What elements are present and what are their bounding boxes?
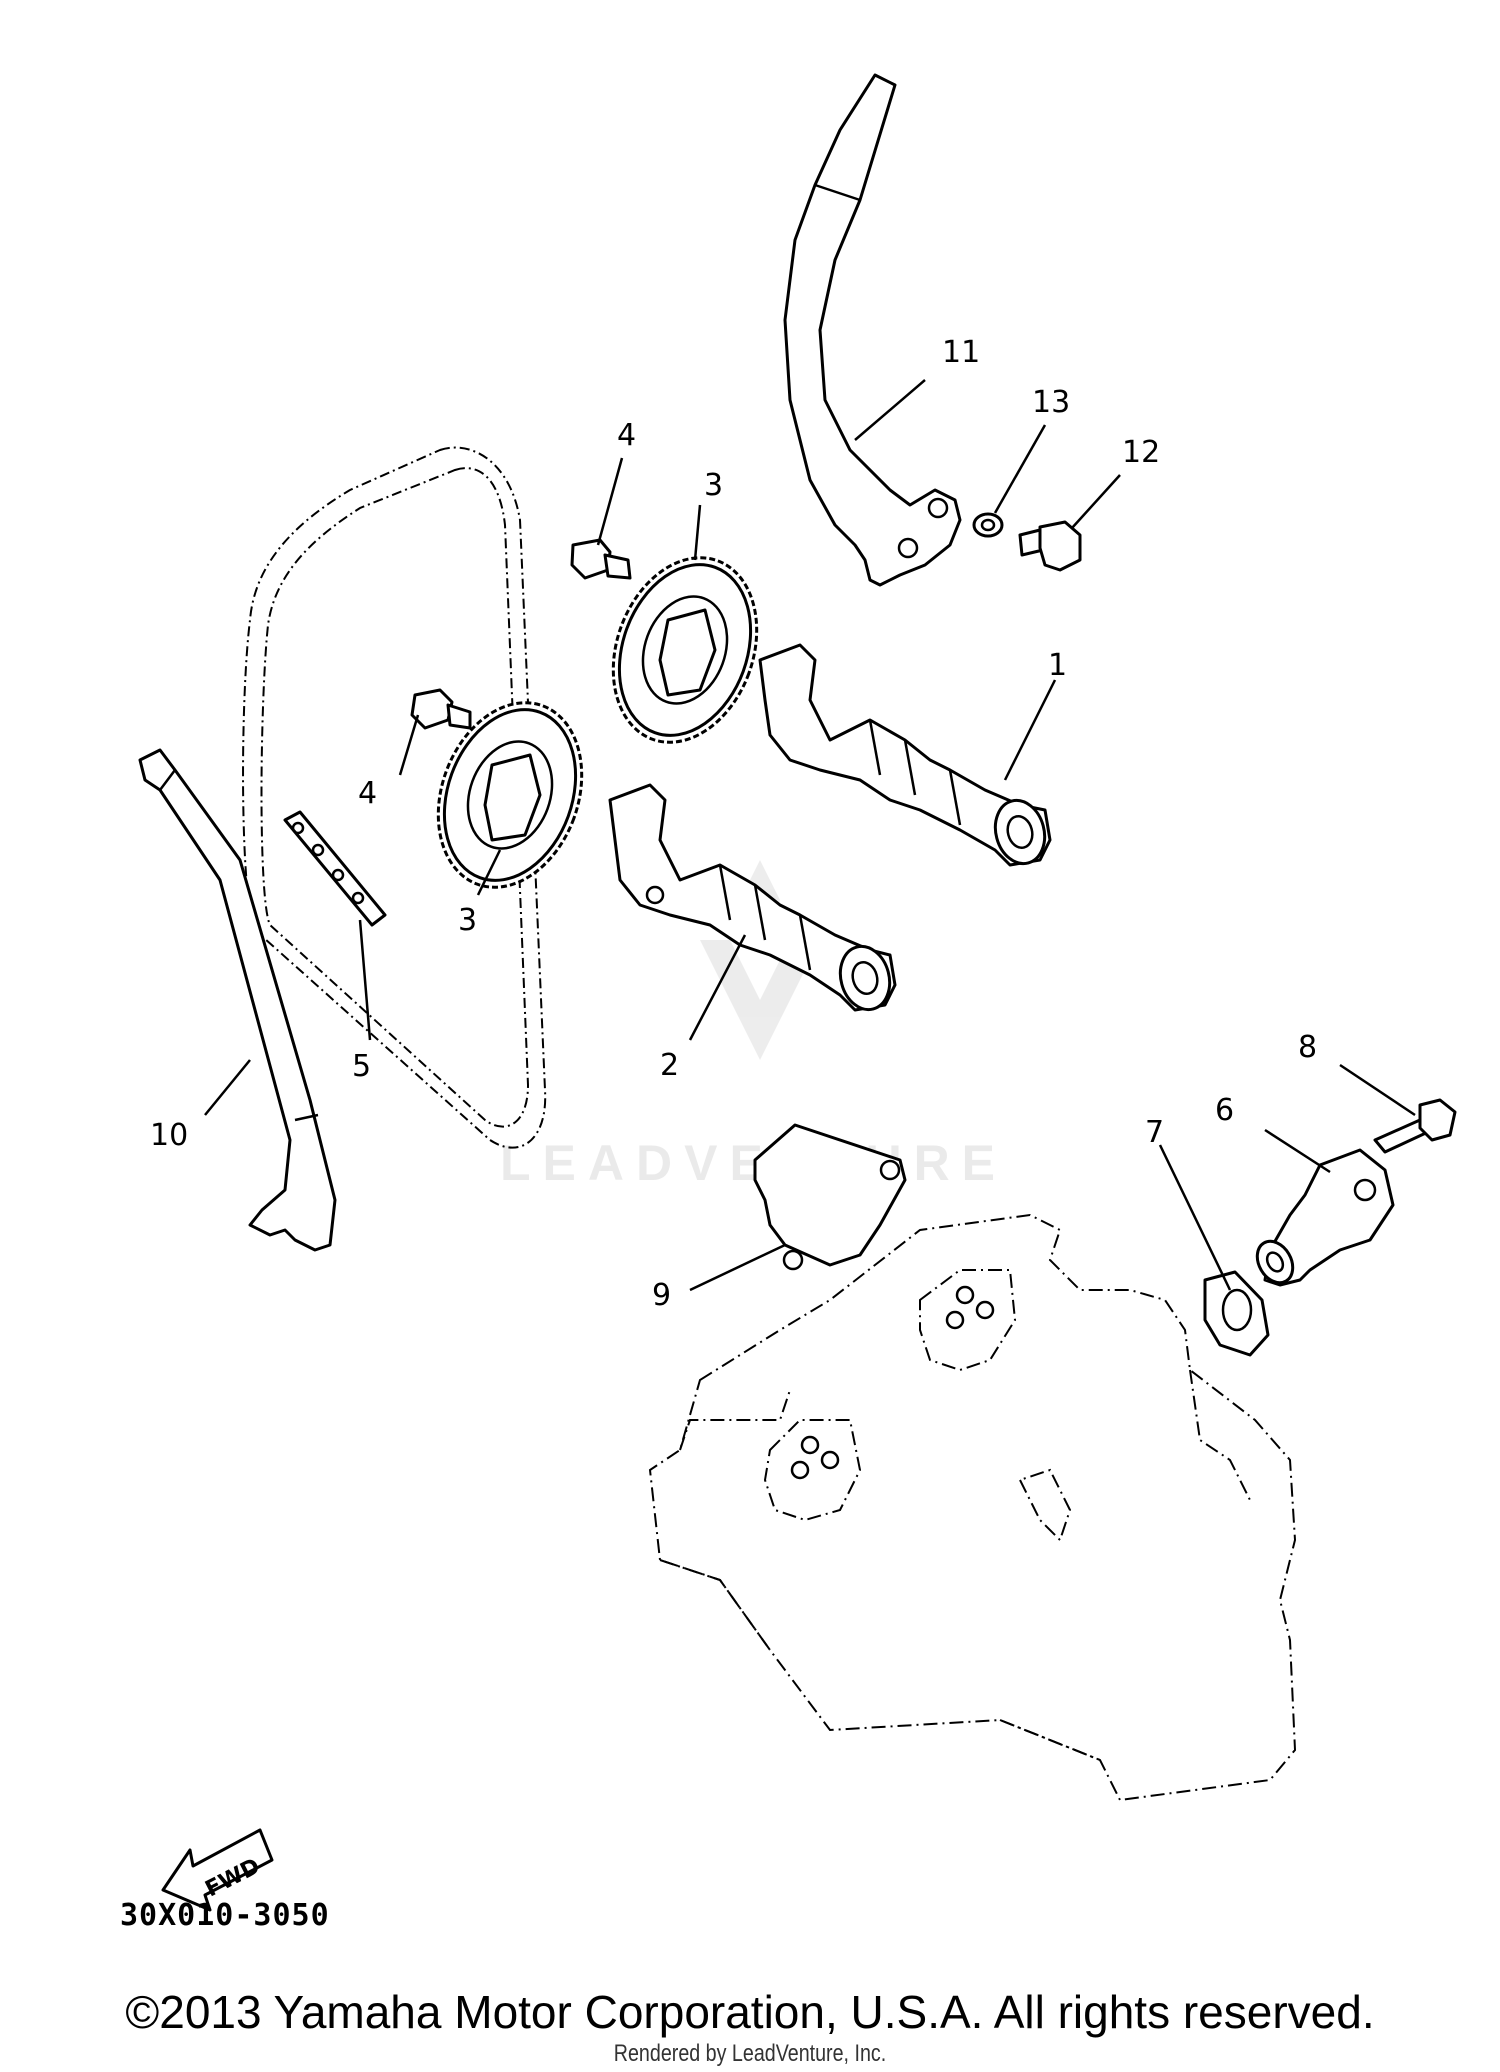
callout-4-lower: 4 bbox=[358, 776, 377, 811]
chain-link-section bbox=[283, 810, 387, 927]
rendered-by-notice: Rendered by LeadVenture, Inc. bbox=[613, 2040, 887, 2067]
callout-2: 2 bbox=[660, 1048, 679, 1083]
bolt-4-upper[interactable] bbox=[570, 538, 632, 580]
bolt-8[interactable] bbox=[1373, 1098, 1457, 1154]
callout-6: 6 bbox=[1215, 1093, 1234, 1128]
callout-9: 9 bbox=[652, 1278, 671, 1313]
watermark-text: LEADVENTURE bbox=[500, 1135, 1007, 1191]
camshaft-2[interactable] bbox=[608, 783, 897, 1015]
gasket-7[interactable] bbox=[1203, 1270, 1270, 1357]
diagram-code: 30X010-3050 bbox=[120, 1898, 330, 1933]
callout-3-upper: 3 bbox=[704, 468, 723, 503]
bolt-12[interactable] bbox=[1018, 520, 1082, 572]
bolt-4-lower[interactable] bbox=[410, 688, 472, 730]
callout-8: 8 bbox=[1298, 1030, 1317, 1065]
callout-13: 13 bbox=[1032, 385, 1070, 420]
callout-3-lower: 3 bbox=[458, 903, 477, 938]
copyright-notice: ©2013 Yamaha Motor Corporation, U.S.A. A… bbox=[125, 1986, 1375, 2038]
callout-10: 10 bbox=[150, 1118, 188, 1153]
cam-sprocket-3-upper[interactable] bbox=[589, 537, 782, 762]
callout-5: 5 bbox=[352, 1049, 371, 1084]
plate-9[interactable] bbox=[753, 1123, 907, 1271]
leader-lines bbox=[204, 379, 1416, 1292]
callout-11: 11 bbox=[942, 335, 980, 370]
cam-sprocket-3-lower[interactable] bbox=[414, 682, 607, 907]
callout-1: 1 bbox=[1048, 648, 1067, 683]
callouts: 1 2 3 3 4 4 5 6 7 8 9 10 11 12 13 bbox=[150, 335, 1317, 1313]
callout-7: 7 bbox=[1145, 1115, 1164, 1150]
chain-guide-10[interactable] bbox=[138, 748, 337, 1252]
cylinder-head bbox=[648, 1213, 1297, 1802]
chain-guide-11[interactable] bbox=[783, 73, 962, 587]
tensioner-6[interactable] bbox=[1250, 1148, 1395, 1289]
camshaft-1[interactable] bbox=[758, 643, 1052, 869]
washer-13[interactable] bbox=[972, 512, 1004, 538]
callout-12: 12 bbox=[1122, 435, 1160, 470]
callout-4-upper: 4 bbox=[617, 418, 636, 453]
